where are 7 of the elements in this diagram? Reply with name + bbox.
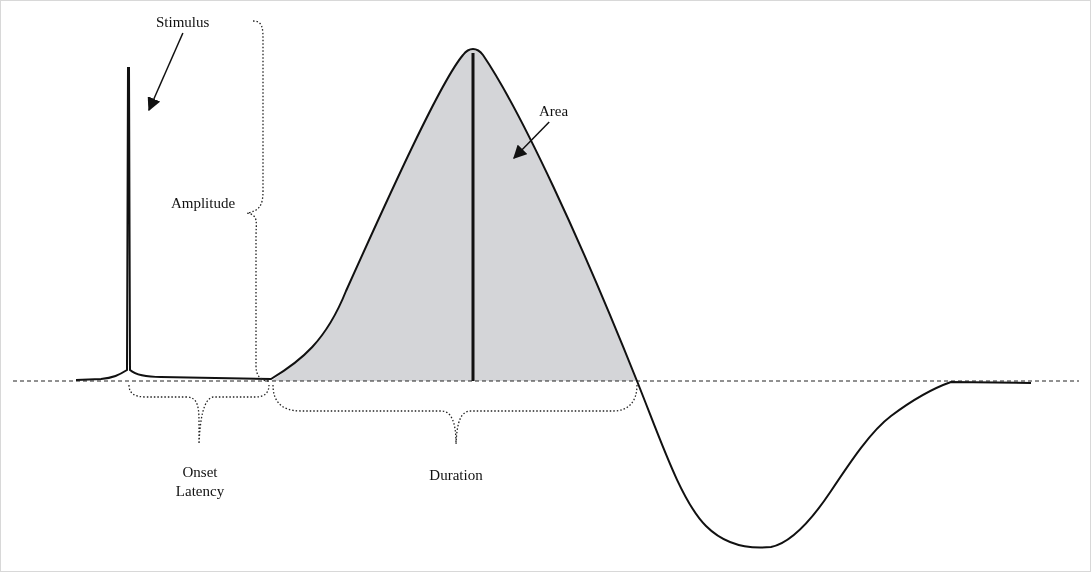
measure-label: Amplitude: [169, 194, 237, 213]
leader-line: [513, 121, 550, 159]
measure-label: Onset Latency: [174, 463, 226, 501]
callout-label: Stimulus: [156, 13, 212, 33]
measure-label: Duration: [428, 466, 484, 485]
leader-line: [147, 32, 184, 112]
callout-label: Area: [539, 102, 573, 122]
